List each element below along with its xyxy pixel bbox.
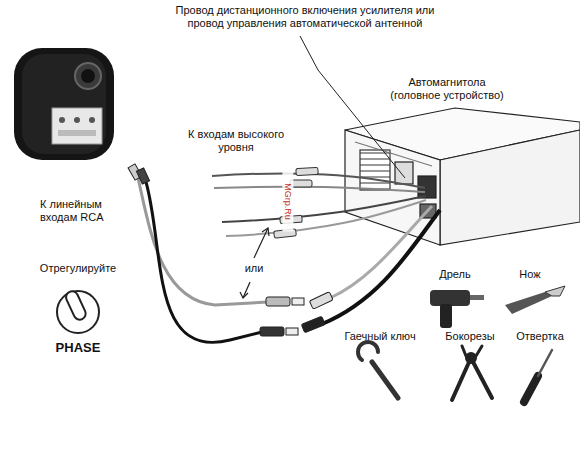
control-name: PHASE (38, 340, 118, 356)
tool-label: Дрель (425, 268, 485, 281)
input-label: К линейным входам RCA (40, 198, 140, 224)
side-cutters-icon (452, 346, 492, 400)
wire-note: Провод дистанционного включения усилител… (160, 4, 450, 30)
rca-plugs (128, 164, 333, 336)
head-unit (345, 108, 580, 245)
phase-knob (57, 289, 99, 333)
leader-line (300, 36, 405, 178)
wire-connectors (274, 167, 318, 238)
input-label: К входам высокого уровня (180, 128, 292, 154)
instruction-label: Отрегулируйте (28, 262, 128, 275)
screwdriver-icon (524, 350, 552, 402)
tool-label: Нож (500, 268, 560, 281)
high-level-wires (212, 173, 426, 236)
knife-icon (505, 286, 565, 314)
or-label: или (236, 262, 272, 275)
unit-label: Автомагнитола (головное устройство) (382, 76, 512, 102)
subwoofer (14, 48, 114, 160)
watermark: MGrp.Ru (283, 171, 294, 231)
tool-label: Отвертка (505, 330, 575, 343)
wrench-icon (358, 342, 398, 398)
tool-label: Гаечный ключ (330, 330, 430, 343)
drill-icon (430, 290, 484, 328)
tool-label: Бокорезы (430, 330, 510, 343)
